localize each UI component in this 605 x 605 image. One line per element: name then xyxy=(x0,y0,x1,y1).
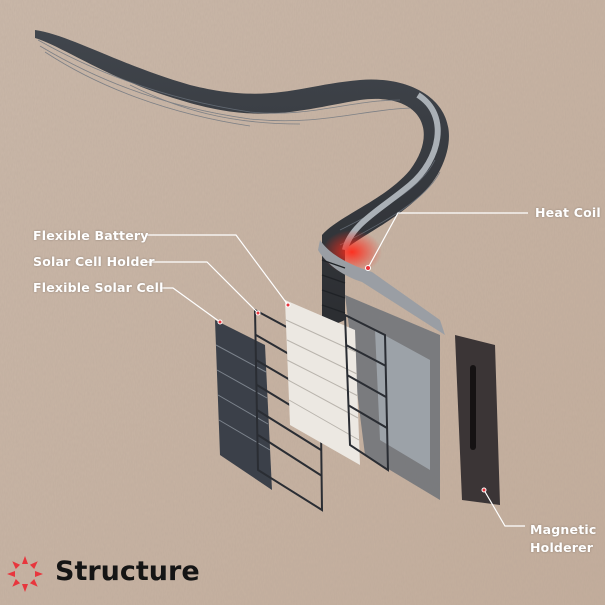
label-solar-cell-holder: Solar Cell Holder xyxy=(33,254,155,269)
callout-lines xyxy=(147,212,528,527)
label-magnetic: Magnetic xyxy=(530,522,597,537)
label-holderer: Holderer xyxy=(530,540,594,555)
sun-logo-icon xyxy=(7,556,43,592)
callout-dots xyxy=(217,265,487,493)
page-title: Structure xyxy=(55,556,200,587)
second-holder-panel xyxy=(343,313,390,472)
flexible-battery-panel xyxy=(285,300,360,465)
flexible-solar-band xyxy=(35,30,449,335)
label-flexible-battery: Flexible Battery xyxy=(33,228,149,243)
frame-structure xyxy=(345,295,440,500)
magnetic-holder-end xyxy=(455,335,500,505)
label-flexible-solar-cell: Flexible Solar Cell xyxy=(33,280,164,295)
label-heat-coil: Heat Coil xyxy=(535,205,601,220)
